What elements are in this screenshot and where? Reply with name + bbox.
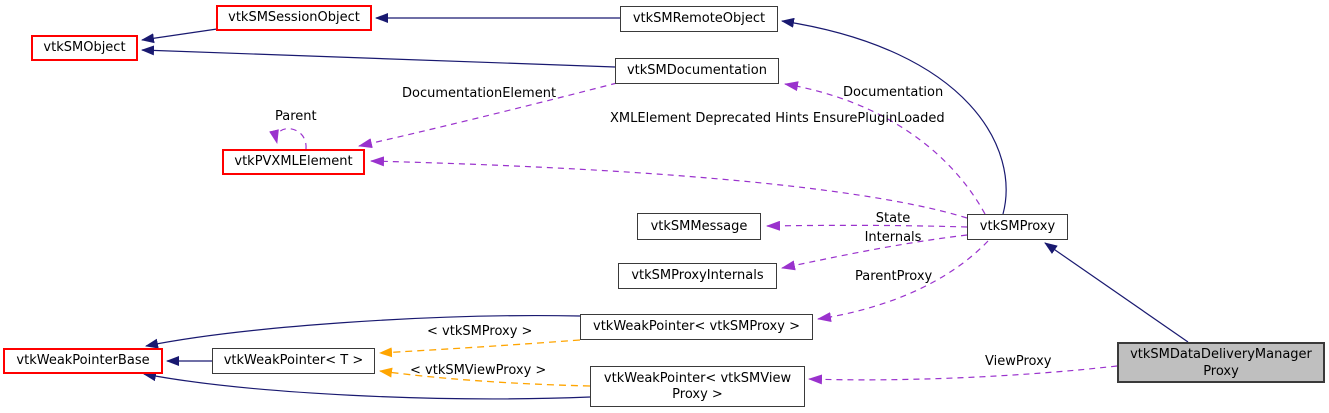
edge-pvxml-self-loop: [269, 128, 307, 150]
node-vtksmproxyinternals[interactable]: vtkSMProxyInternals: [618, 263, 777, 289]
edge-proxy-to-documentation: [784, 81, 986, 215]
edge-label-documentation-element: DocumentationElement: [402, 86, 557, 101]
node-label-line: Proxy: [1203, 363, 1239, 379]
edge-label-parent: Parent: [275, 109, 317, 124]
edge-current-to-proxy: [1044, 242, 1189, 343]
node-vtksmsessionobject[interactable]: vtkSMSessionObject: [216, 5, 372, 31]
edge-label-parentproxy: ParentProxy: [855, 269, 933, 284]
node-vtkweakpointerbase[interactable]: vtkWeakPointerBase: [3, 348, 163, 374]
edge-template-weakpointer-proxy: [379, 339, 581, 358]
node-vtksmdatadeliverymanagerproxy-current: vtkSMDataDeliveryManager Proxy: [1117, 342, 1325, 383]
edge-label-state: State: [875, 211, 911, 226]
edge-label-proxy-xml-members: XMLElement Deprecated Hints EnsurePlugin…: [610, 111, 945, 126]
node-vtksmremoteobject[interactable]: vtkSMRemoteObject: [620, 6, 778, 32]
edge-documentation-to-smobject: [141, 45, 616, 68]
node-label-line: Proxy >: [672, 386, 723, 402]
node-label-line: vtkWeakPointer< vtkSMView: [603, 370, 792, 386]
node-label-line: vtkSMDataDeliveryManager: [1130, 346, 1312, 362]
edge-label-line: Deprecated: [695, 111, 772, 126]
edge-label-internals: Internals: [864, 230, 922, 245]
edge-sessionobject-to-smobject: [141, 28, 218, 44]
edge-current-to-weakpointer-view: [808, 365, 1118, 385]
node-vtksmdocumentation[interactable]: vtkSMDocumentation: [615, 58, 779, 84]
node-vtkweakpointer-t[interactable]: vtkWeakPointer< T >: [212, 348, 375, 374]
edge-label-line: XMLElement: [610, 111, 692, 126]
edge-label-template-viewproxy: < vtkSMViewProxy >: [410, 363, 547, 378]
node-vtksmproxy[interactable]: vtkSMProxy: [967, 214, 1068, 240]
node-vtkpvxmlelement[interactable]: vtkPVXMLElement: [222, 149, 365, 175]
edge-proxy-to-pvxml: [370, 156, 968, 219]
node-vtksmmessage[interactable]: vtkSMMessage: [637, 213, 761, 240]
node-vtkweakpointer-vtksmproxy[interactable]: vtkWeakPointer< vtkSMProxy >: [580, 314, 813, 340]
edge-label-documentation: Documentation: [843, 85, 944, 100]
node-vtksmobject[interactable]: vtkSMObject: [31, 35, 138, 61]
edge-label-line: EnsurePluginLoaded: [812, 111, 945, 126]
edge-label-template-proxy: < vtkSMProxy >: [427, 324, 533, 339]
edge-label-line: Hints: [775, 111, 809, 126]
node-vtkweakpointer-vtksmviewproxy[interactable]: vtkWeakPointer< vtkSMView Proxy >: [590, 366, 805, 407]
edge-label-viewproxy: ViewProxy: [985, 354, 1052, 369]
